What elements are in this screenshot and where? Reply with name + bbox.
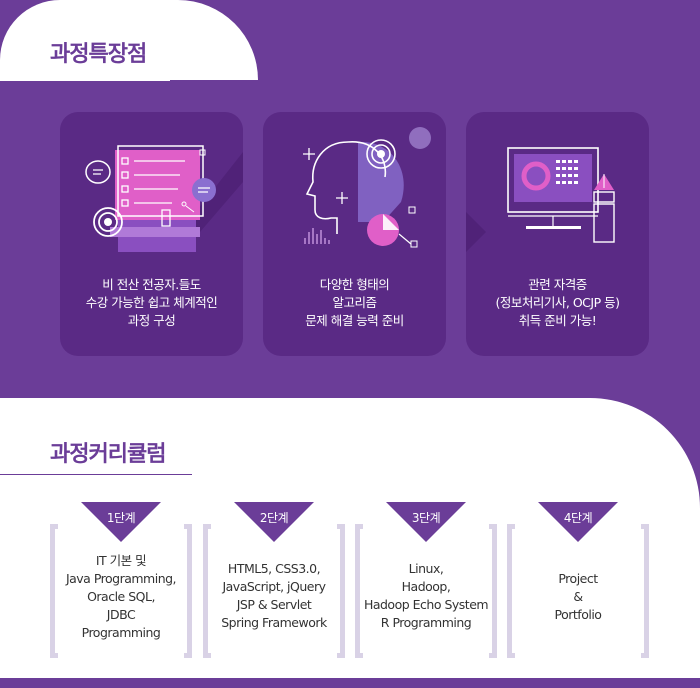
stage-label: 1단계 — [106, 511, 136, 525]
bracket-right — [489, 524, 497, 658]
step-line: Hadoop, — [401, 579, 451, 594]
step-line: Java Programming, — [65, 571, 177, 586]
step-line: & — [573, 589, 583, 604]
step-line: Hadoop Echo System — [363, 597, 489, 612]
features-title-underline — [0, 80, 170, 81]
curriculum-step-3: 3단계 Linux, Hadoop, Hadoop Echo System R … — [355, 502, 497, 658]
step-description: HTML5, CSS3.0, JavaScript, jQuery JSP & … — [211, 560, 337, 632]
document-illustration-icon — [85, 145, 243, 252]
bracket-left — [507, 524, 515, 658]
feature-card-line: 취득 준비 가능! — [518, 313, 597, 328]
bracket-left — [203, 524, 211, 658]
step-line: JDBC — [106, 607, 136, 622]
curriculum-step-4: 4단계 Project & Portfolio — [507, 502, 649, 658]
stage-label: 3단계 — [411, 511, 441, 525]
feature-card-line: 알고리즘 — [332, 295, 377, 310]
stage-label: 4단계 — [563, 511, 593, 525]
bracket-left — [355, 524, 363, 658]
feature-card-line: 비 전산 전공자.들도 — [102, 277, 201, 292]
step-line: JSP & Servlet — [236, 597, 312, 612]
step-description: Project & Portfolio — [515, 570, 641, 624]
curriculum-step-1: 1단계 IT 기본 및 Java Programming, Oracle SQL… — [50, 502, 192, 658]
feature-card-text: 다양한 형태의 알고리즘 문제 해결 능력 준비 — [263, 276, 446, 330]
features-title: 과정특장점 — [50, 42, 147, 67]
feature-card-line: 수강 가능한 쉽고 체계적인 — [85, 295, 218, 310]
bottom-bar — [0, 678, 700, 688]
curriculum-title-underline — [0, 474, 192, 475]
feature-card-line: 관련 자격증 — [528, 277, 587, 292]
bracket-right — [184, 524, 192, 658]
step-description: Linux, Hadoop, Hadoop Echo System R Prog… — [363, 560, 489, 632]
feature-card-text: 비 전산 전공자.들도 수강 가능한 쉽고 체계적인 과정 구성 — [60, 276, 243, 330]
step-line: JavaScript, jQuery — [222, 579, 326, 594]
stage-label: 2단계 — [259, 511, 289, 525]
step-line: HTML5, CSS3.0, — [227, 561, 321, 576]
feature-card-line: 문제 해결 능력 준비 — [305, 313, 404, 328]
step-line: IT 기본 및 — [95, 553, 147, 568]
step-line: R Programming — [380, 615, 472, 630]
step-line: Portfolio — [554, 607, 602, 622]
curriculum-title: 과정커리큘럼 — [50, 442, 166, 467]
bracket-right — [641, 524, 649, 658]
section-tab-features — [0, 0, 258, 80]
step-line: Programming — [81, 625, 161, 640]
step-line: Spring Framework — [221, 615, 327, 630]
feature-card-line: 과정 구성 — [127, 313, 176, 328]
feature-card-curriculum: 비 전산 전공자.들도 수강 가능한 쉽고 체계적인 과정 구성 — [60, 112, 243, 356]
bracket-right — [337, 524, 345, 658]
step-line: Oracle SQL, — [87, 589, 155, 604]
curriculum-step-2: 2단계 HTML5, CSS3.0, JavaScript, jQuery JS… — [203, 502, 345, 658]
bracket-left — [50, 524, 58, 658]
step-line: Linux, — [408, 561, 444, 576]
feature-card-certificate: 관련 자격증 (정보처리기사, OCJP 등) 취득 준비 가능! — [466, 112, 649, 356]
step-line: Project — [558, 571, 598, 586]
feature-card-text: 관련 자격증 (정보처리기사, OCJP 등) 취득 준비 가능! — [466, 276, 649, 330]
step-description: IT 기본 및 Java Programming, Oracle SQL, JD… — [58, 552, 184, 642]
feature-card-algorithm: 다양한 형태의 알고리즘 문제 해결 능력 준비 — [263, 112, 446, 356]
head-illustration-icon — [303, 127, 431, 248]
feature-card-line: (정보처리기사, OCJP 등) — [495, 295, 620, 310]
monitor-illustration-icon — [466, 147, 615, 252]
curriculum-section — [0, 398, 700, 678]
feature-card-line: 다양한 형태의 — [319, 277, 390, 292]
